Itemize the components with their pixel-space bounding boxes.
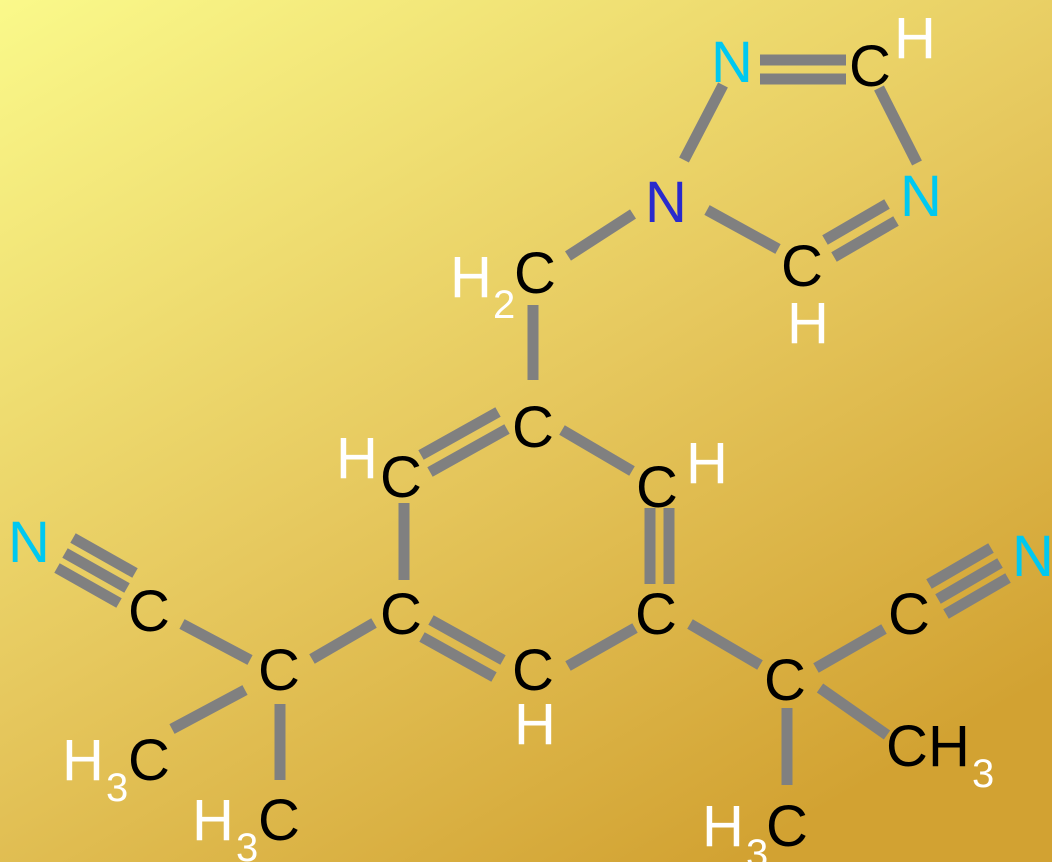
bonds <box>54 54 1011 785</box>
bond-right-quat-right-nitrile-c <box>813 624 887 673</box>
bond-c-top-n-right <box>874 85 922 166</box>
atom-left-methyl2-sub: 3 <box>236 826 258 862</box>
bond-ring-top-left-double-b <box>427 424 510 477</box>
atom-right-methyl2-c: C <box>766 794 808 859</box>
bond-ring-top-left-double-a <box>418 407 501 460</box>
bond-n-top-n-center <box>679 82 728 163</box>
atom-c-right-quat: C <box>764 648 806 713</box>
atom-c-left-quat: C <box>258 638 300 703</box>
atom-left-methyl1-sub: 3 <box>106 766 128 810</box>
atom-c-ring-bottom: C <box>512 638 554 703</box>
bond-right-nitrile-triple-b <box>935 558 1003 604</box>
atom-n-right-ring: N <box>900 164 942 229</box>
atom-c-ring-bottom-h: H <box>514 692 556 757</box>
atom-c-ring-top: C <box>512 395 554 460</box>
bond-n-center-ch2 <box>565 209 636 261</box>
atom-c-ring-bl: C <box>380 582 422 647</box>
bond-c-low-n-right-double-a <box>822 199 890 245</box>
bond-right-quat-methyl1 <box>816 683 891 740</box>
atom-n-center-ring: N <box>645 170 687 235</box>
atom-left-methyl1-c: C <box>128 728 170 793</box>
bond-left-quat-methyl1 <box>169 685 248 734</box>
atom-right-methyl2-sub: 3 <box>746 832 768 862</box>
bond-ring-br-right-quat <box>687 619 763 670</box>
bond-ring-bl-bottom-double-b <box>419 632 497 682</box>
atom-left-methyl2-c: C <box>258 788 300 853</box>
atom-labels: N C H N N C H H 2 C C H C C H C C C H N … <box>8 6 1052 862</box>
atom-c-left-nitrile: C <box>128 579 170 644</box>
atom-right-methyl1-c: C <box>886 714 928 779</box>
bond-left-nitrile-triple-a <box>70 533 138 578</box>
bond-left-quat-left-nitrile-c <box>179 619 253 665</box>
bond-right-nitrile-triple-a <box>926 543 994 589</box>
atom-h-top-ring: H <box>894 6 936 71</box>
atom-ch2-c: C <box>514 241 556 306</box>
atom-c-top-ring: C <box>849 34 891 99</box>
bond-ring-bl-bottom-double-a <box>428 615 506 665</box>
atom-n-right-nitrile: N <box>1012 524 1052 589</box>
atom-left-methyl2-h: H <box>192 788 234 853</box>
bond-left-nitrile-triple-b <box>62 548 130 593</box>
atom-right-methyl2-h: H <box>702 794 744 859</box>
atom-c-ring-br: C <box>635 582 677 647</box>
atom-c-ring-left: C <box>380 445 422 510</box>
atom-c-ring-left-h: H <box>336 426 378 491</box>
atom-n-left-nitrile: N <box>8 510 50 575</box>
bond-n-center-c-low <box>704 205 781 254</box>
atom-right-methyl1-sub: 3 <box>972 752 994 796</box>
atom-h-low-ring: H <box>787 291 829 356</box>
atom-ch2-sub: 2 <box>493 283 515 327</box>
atom-c-ring-right: C <box>636 455 678 520</box>
atom-ch2-h: H <box>450 245 492 310</box>
bond-right-nitrile-triple-c <box>943 573 1011 619</box>
atom-c-right-nitrile: C <box>888 582 930 647</box>
bond-left-nitrile-triple-c <box>54 563 122 608</box>
bond-ring-bottom-br <box>565 623 638 671</box>
atom-n-top: N <box>711 30 753 95</box>
atom-c-low-ring: C <box>781 234 823 299</box>
atom-right-methyl1-h: H <box>928 714 970 779</box>
bond-ring-bl-left-quat <box>309 618 377 664</box>
bond-c-low-n-right-double-b <box>831 216 899 262</box>
bond-ring-top-right <box>559 425 635 476</box>
atom-c-ring-right-h: H <box>686 431 728 496</box>
atom-left-methyl1-h: H <box>62 728 104 793</box>
